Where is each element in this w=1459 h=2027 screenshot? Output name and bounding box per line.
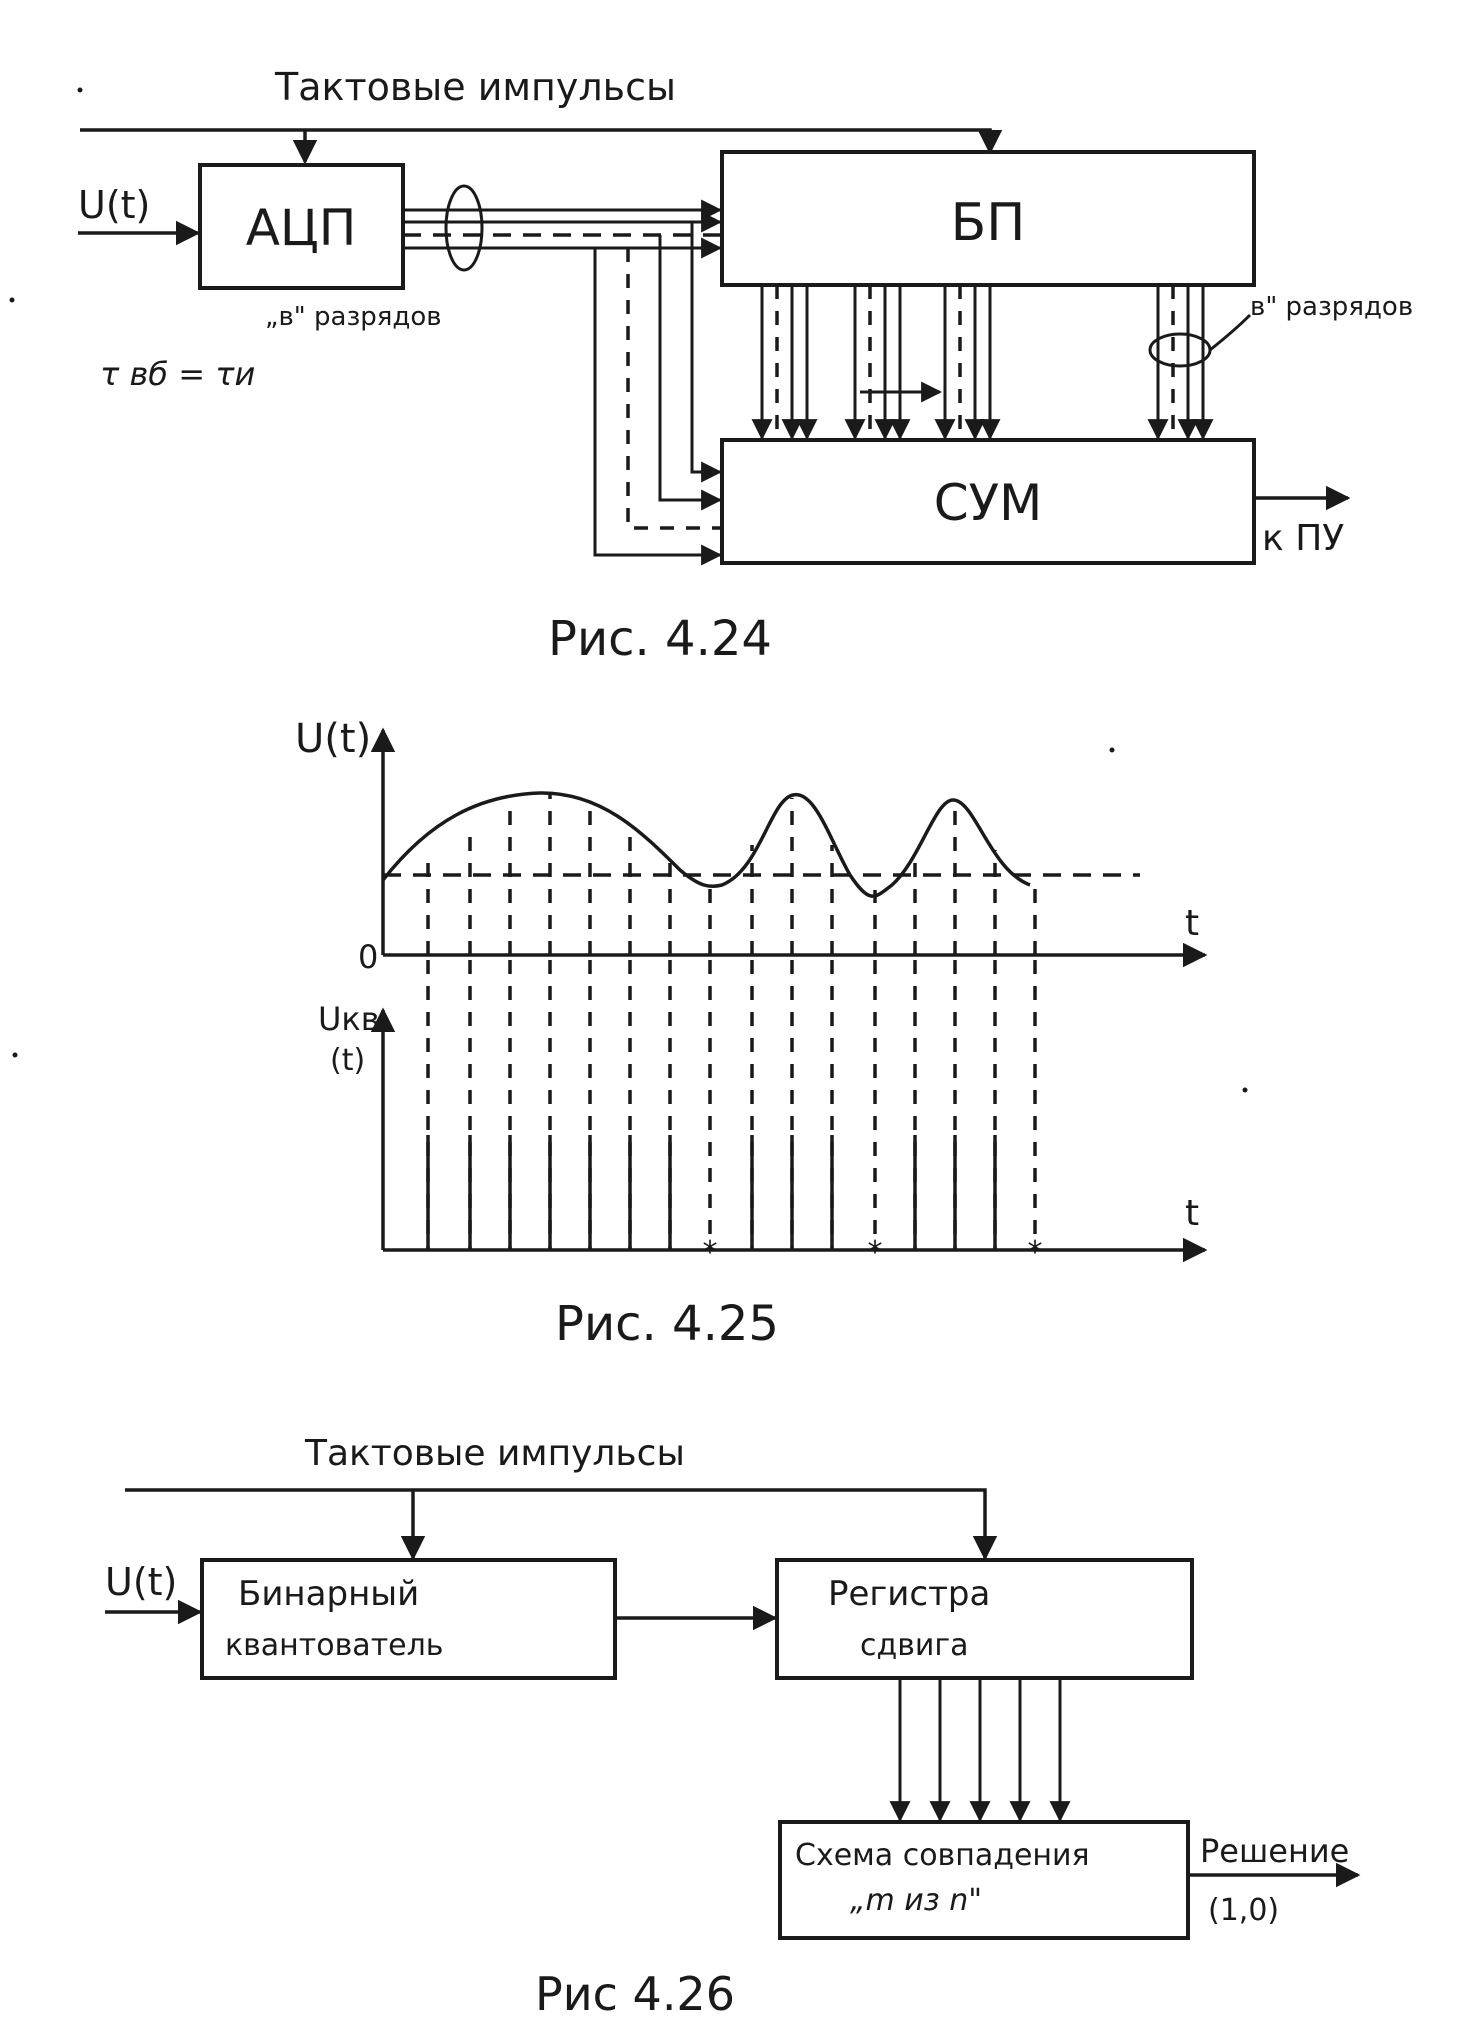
input-signal-label-2: U(t): [105, 1560, 177, 1604]
signal-curve: [381, 791, 1031, 898]
input-signal-label: U(t): [78, 183, 150, 227]
sample-extensions: [426, 960, 1037, 1250]
branch-line-dashed: [626, 248, 720, 530]
top-y-axis-label: U(t): [295, 716, 371, 762]
figure-4-25: U(t) 0 t: [295, 716, 1208, 1352]
adc-block: [198, 163, 405, 290]
origin-label: 0: [358, 938, 378, 976]
caption-fig-4-25: Рис. 4.25: [555, 1296, 779, 1352]
clock-pulses-label-2: Тактовые импульсы: [304, 1433, 685, 1474]
bits-label-adc: „в" разрядов: [265, 302, 442, 332]
coincidence-label-line2: „m из n": [850, 1883, 982, 1918]
coincidence-label-line1: Схема совпадения: [795, 1838, 1090, 1873]
register-label-line1: Регистра: [828, 1574, 990, 1614]
bp-block: [720, 150, 1256, 287]
caption-fig-4-26: Рис 4.26: [535, 1967, 735, 2021]
scan-specks: [9, 87, 1248, 1093]
svg-text:*: *: [868, 1235, 883, 1270]
bp-to-sum-buses: [751, 285, 1214, 441]
bits-leader-line: [1209, 313, 1252, 352]
caption-fig-4-24: Рис. 4.24: [548, 611, 772, 667]
branch-line-outer: [593, 248, 723, 566]
quantizer-label-line2: квантователь: [225, 1628, 443, 1663]
branch-line-mid: [658, 235, 723, 511]
bits-label-bp: в" разрядов: [1250, 292, 1413, 322]
bottom-y-axis-label-2: (t): [330, 1043, 365, 1078]
branch-line-inner: [690, 222, 723, 483]
svg-text:*: *: [1028, 1235, 1043, 1270]
sample-lines-top: [426, 795, 1037, 955]
output-label: к ПУ: [1262, 518, 1344, 559]
decision-values: (1,0): [1208, 1893, 1279, 1928]
quantizer-label-line1: Бинарный: [238, 1574, 419, 1614]
quantized-impulses: [426, 1135, 997, 1250]
clock-bus-line-2: [125, 1488, 998, 1561]
clock-pulses-label: Тактовые импульсы: [274, 65, 676, 109]
top-t-label: t: [1185, 903, 1199, 944]
bottom-y-axis-label: Uкв: [318, 1000, 380, 1038]
figure-4-24: Тактовые импульсы U(t) АЦП БП „в" разряд…: [78, 65, 1413, 667]
sum-label: СУМ: [934, 474, 1043, 532]
clock-bus-line: [80, 128, 1003, 155]
zero-sample-markers: * * *: [703, 1235, 1043, 1270]
bottom-t-label: t: [1185, 1193, 1199, 1234]
register-outputs: [889, 1678, 1071, 1823]
tau-relation-label: τ вб = τи: [100, 355, 255, 393]
svg-text:*: *: [703, 1235, 718, 1270]
figure-4-26: Тактовые импульсы U(t) Бинарный квантова…: [105, 1433, 1361, 2021]
register-label-line2: сдвига: [860, 1628, 969, 1663]
sum-block: [720, 438, 1256, 565]
bp-label: БП: [951, 193, 1026, 253]
bus-width-marker: [444, 184, 484, 272]
shift-register-block: [775, 1558, 1194, 1680]
coincidence-block: [778, 1820, 1190, 1940]
adc-label: АЦП: [246, 199, 357, 257]
decision-label: Решение: [1200, 1832, 1349, 1870]
